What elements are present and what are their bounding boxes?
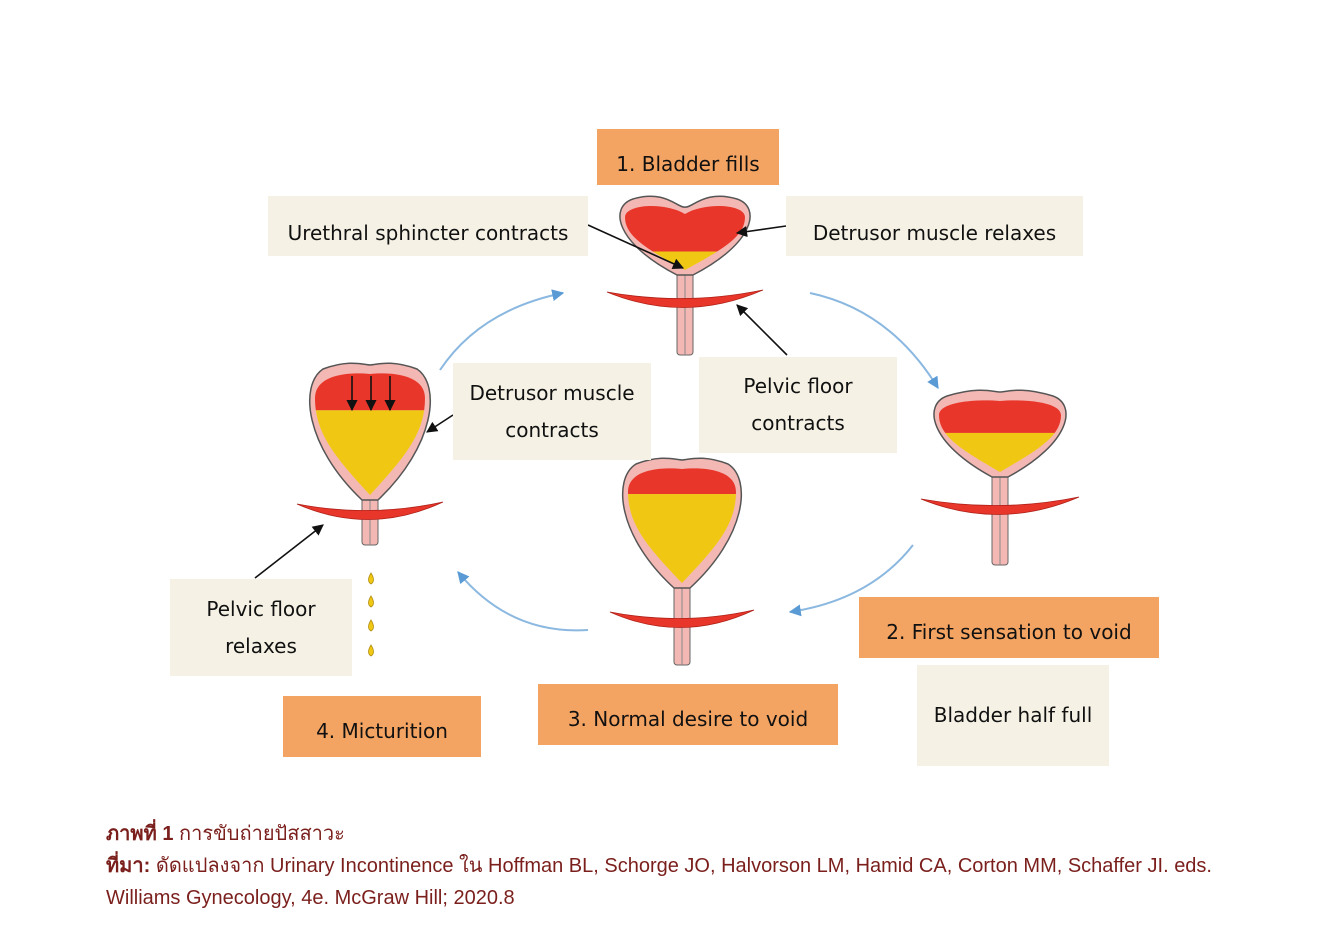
label-bladder-half-full: Bladder half full [917,665,1109,766]
bladder-illustration [606,195,764,356]
label-detrusor-contracts: Detrusor muscle contracts [453,363,651,460]
pelvic-floor-muscle [606,289,764,308]
figure-title: การขับถ่ายปัสสาวะ [179,823,345,845]
source-label: ที่มา: [106,855,151,877]
label-line: Detrusor muscle [469,380,635,405]
cycle-arrow-3-to-4 [457,571,589,632]
source-text: ดัดแปลงจาก Urinary Incontinence ใน Hoffm… [106,855,1212,909]
stage-3-normal-desire: 3. Normal desire to void [538,684,838,745]
cycle-arrow-2-to-3 [788,544,914,617]
figure-label: ภาพที่ 1 [106,823,174,845]
arrow-detrusor-relaxes [735,225,787,238]
urine-drop [368,595,374,608]
figure-caption: ภาพที่ 1 การขับถ่ายปัสสาวะ ที่มา: ดัดแปล… [106,818,1246,914]
urine-drop [368,644,374,657]
cycle-arrow-1-to-2 [809,292,939,390]
stage-4-micturition: 4. Micturition [283,696,481,757]
pointer-arrows [254,224,788,579]
label-line: contracts [751,411,845,435]
bladder-illustration [920,389,1080,566]
stage-1-bladder-fills: 1. Bladder fills [597,129,779,185]
label-line: relaxes [225,633,297,658]
urine-drop [368,572,374,585]
arrow-urethral-sphincter [587,224,685,269]
label-line: Pelvic floor [743,374,853,398]
urine-drops [368,572,374,657]
label-detrusor-relaxes: Detrusor muscle relaxes [786,196,1083,256]
pelvic-floor-muscle [296,501,444,520]
arrow-pelvic-floor-relaxes [254,524,324,579]
label-line: contracts [505,417,599,442]
label-urethral-sphincter-contracts: Urethral sphincter contracts [268,196,588,256]
label-pelvic-floor-relaxes: Pelvic floor relaxes [170,579,352,676]
arrow-detrusor-contracts [426,414,454,433]
pelvic-floor-muscle [920,496,1080,515]
label-line: Pelvic floor [206,596,316,621]
arrow-pelvic-floor-contracts [736,304,788,356]
cycle-arrows [439,289,939,632]
pelvic-floor-muscle [609,609,755,628]
bladder-illustration [296,362,444,546]
label-pelvic-floor-contracts: Pelvic floor contracts [699,357,897,453]
urine-drop [368,619,374,632]
bladder-illustration [609,457,755,666]
cycle-arrow-4-to-1 [439,289,565,371]
stage-2-first-sensation: 2. First sensation to void [859,597,1159,658]
